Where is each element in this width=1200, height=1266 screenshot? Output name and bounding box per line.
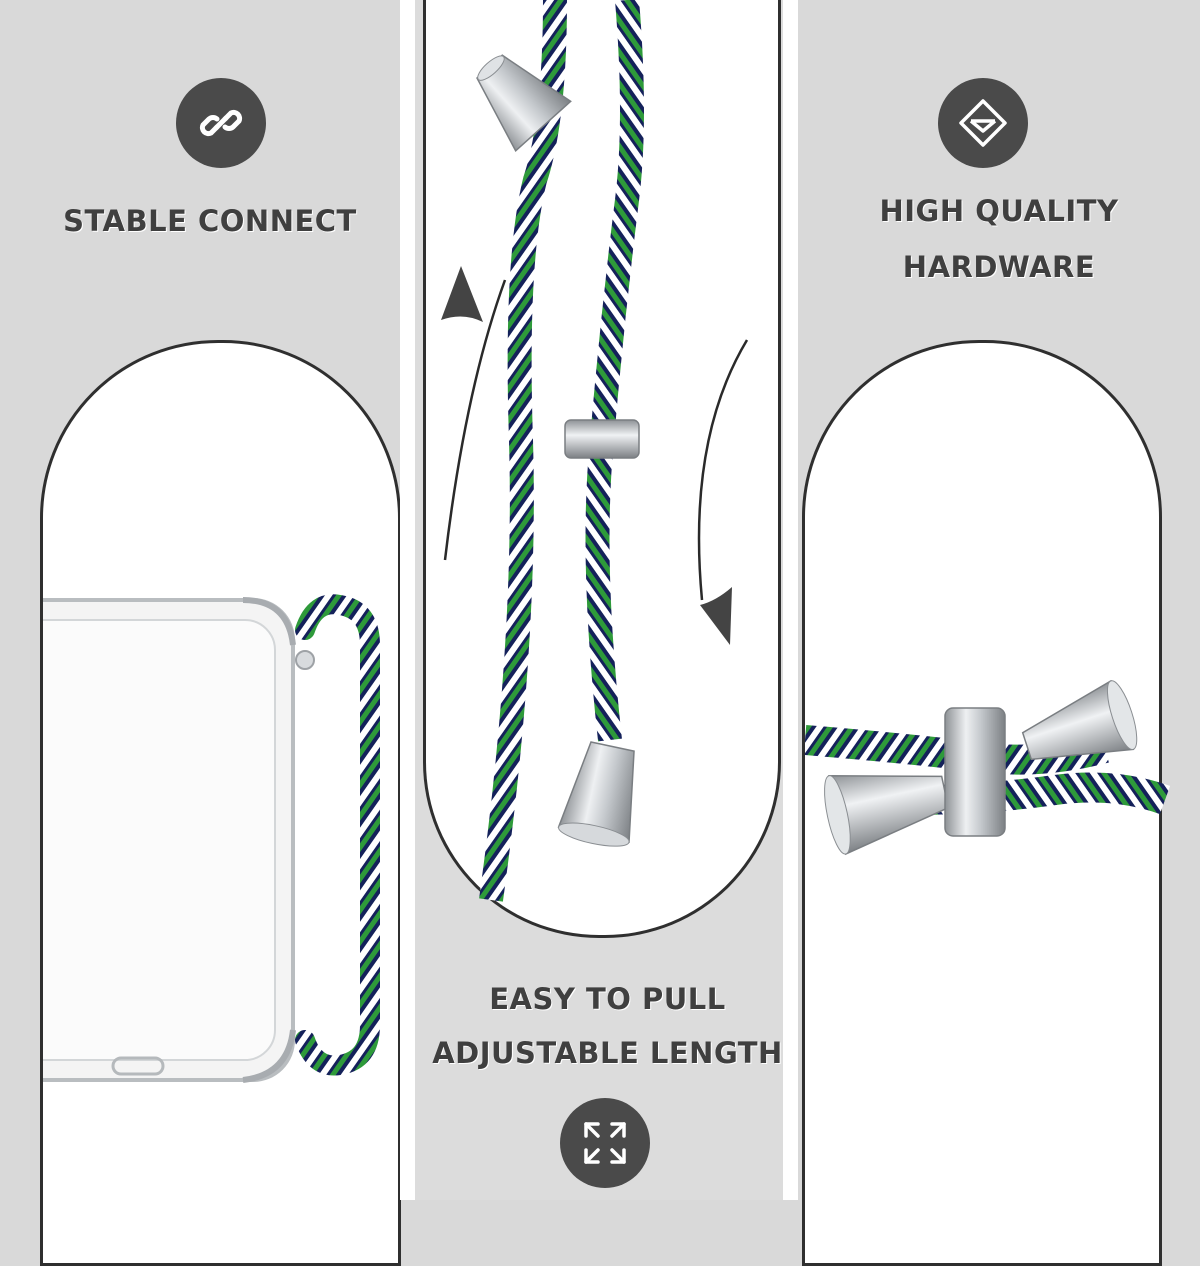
phone-case-image [43,590,398,1090]
link-icon [197,99,245,147]
expand-badge [560,1098,650,1188]
quality-panel: HIGH QUALITY HARDWARE [798,0,1200,1266]
hardware-image [805,680,1200,900]
expand-arrows-icon [580,1118,630,1168]
high-quality-label: HIGH QUALITY [879,194,1119,228]
panel-divider [400,0,415,1200]
adjustable-length-label: ADJUSTABLE LENGTH [432,1036,783,1070]
stable-connect-panel: STABLE CONNECT [0,0,401,1266]
cord-image [415,0,783,940]
diamond-icon [957,97,1009,149]
hardware-label: HARDWARE [902,250,1096,284]
panel-divider [783,0,798,1200]
easy-to-pull-label: EASY TO PULL [489,982,726,1016]
link-badge [176,78,266,168]
diamond-badge [938,78,1028,168]
stable-connect-label: STABLE CONNECT [63,204,357,238]
adjustable-panel: EASY TO PULL ADJUSTABLE LENGTH [415,0,783,1200]
